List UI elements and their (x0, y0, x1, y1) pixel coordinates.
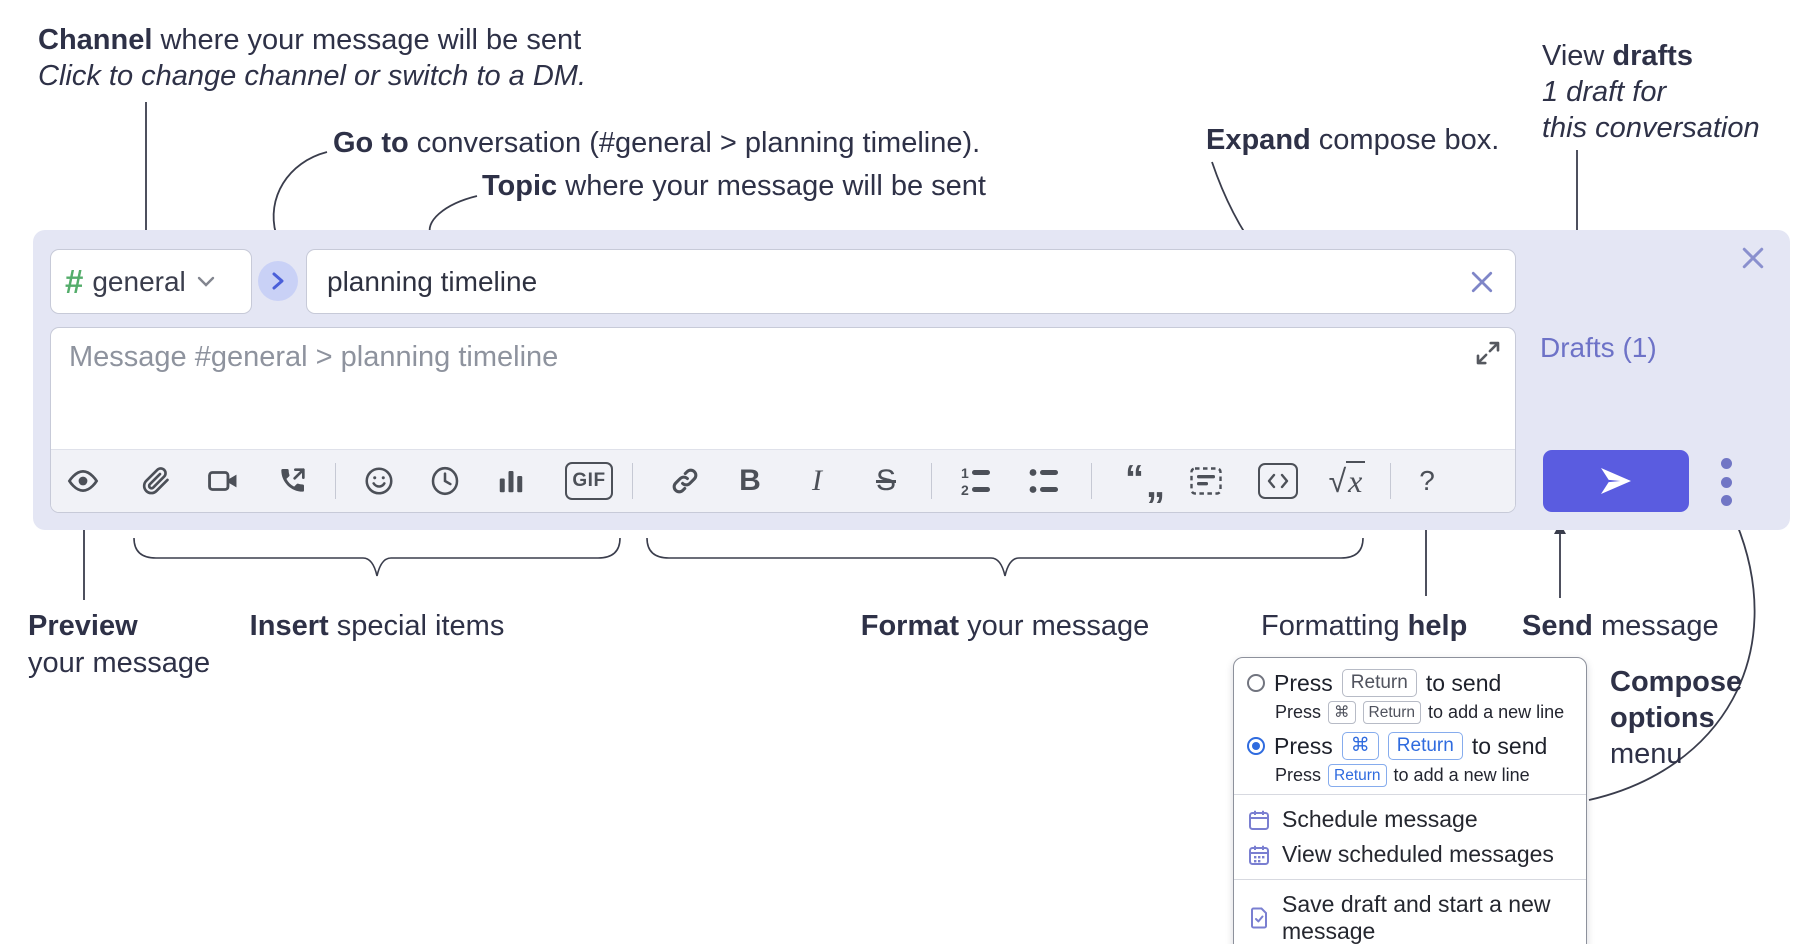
spoiler-icon[interactable] (1189, 464, 1223, 498)
quote-icon[interactable]: “„ (1125, 458, 1165, 506)
calendar-icon (1249, 810, 1269, 830)
message-formatting-help-icon[interactable]: ? (1419, 465, 1435, 496)
channel-selector[interactable]: # general (50, 249, 252, 314)
expand-annotation: Expand compose box. (1206, 124, 1500, 156)
topic-annotation: Topic where your message will be sent (482, 170, 986, 202)
drafts-annotation: View drafts 1 draft for this conversatio… (1542, 40, 1760, 144)
send-icon (1601, 468, 1631, 494)
message-input[interactable]: Message #general > planning timeline (50, 327, 1516, 513)
cmd-enter-sends-subtext: Press Return to add a new line (1275, 764, 1530, 787)
channel-annotation-line2: Click to change channel or switch to a D… (38, 60, 587, 92)
view-scheduled-messages-item[interactable]: View scheduled messages (1247, 837, 1573, 872)
return-key: Return (1341, 669, 1417, 697)
channel-name: general (92, 265, 186, 297)
schedule-message-item[interactable]: Schedule message (1247, 802, 1573, 837)
gif-icon[interactable]: GIF (565, 462, 613, 500)
message-placeholder: Message #general > planning timeline (69, 341, 559, 373)
format-annotation: Format your message (860, 610, 1150, 642)
toolbar-divider (632, 463, 633, 499)
bullet-list-icon[interactable] (1027, 464, 1061, 498)
compose-box: # general planning timeline Message #gen… (33, 230, 1790, 530)
expand-compose-icon[interactable] (1473, 338, 1503, 368)
insert-brace (133, 537, 621, 577)
compose-options-annotation: Compose options menu (1610, 666, 1743, 770)
toolbar-divider (931, 463, 932, 499)
insert-annotation: Insert special items (249, 610, 505, 642)
chevron-right-icon (272, 272, 284, 290)
clear-topic-icon[interactable] (1467, 267, 1497, 297)
cmd-key: ⌘ (1328, 701, 1356, 724)
compose-options-menu: Press Return to send Press ⌘ Return to a… (1233, 657, 1587, 944)
video-call-icon[interactable] (206, 464, 240, 498)
enter-sends-option[interactable]: Press Return to send (1247, 669, 1573, 697)
goto-connector-line (272, 151, 328, 235)
send-annotation: Send message (1522, 610, 1719, 642)
cmd-enter-sends-option[interactable]: Press ⌘ Return to send (1247, 732, 1573, 760)
toolbar-divider (335, 463, 336, 499)
chevron-down-icon (197, 276, 214, 287)
save-draft-item[interactable]: Save draft and start a new message (1247, 887, 1573, 944)
go-to-conversation-button[interactable] (258, 261, 298, 301)
code-icon[interactable] (1258, 463, 1298, 499)
goto-annotation: Go to conversation (#general > planning … (333, 127, 981, 159)
radio-selected-icon[interactable] (1247, 737, 1265, 755)
help-annotation: Formatting help (1261, 610, 1468, 642)
svg-text:1: 1 (961, 465, 969, 481)
italic-icon[interactable]: I (812, 464, 822, 497)
cmd-key: ⌘ (1341, 732, 1379, 760)
hash-icon: # (65, 263, 84, 300)
radio-unselected-icon[interactable] (1247, 674, 1265, 692)
preview-annotation: Preview your message (28, 610, 211, 679)
channel-annotation-bold: Channel (38, 24, 153, 56)
return-key: Return (1328, 764, 1387, 787)
bold-icon[interactable]: B (739, 464, 761, 497)
channel-annotation-rest: where your message will be sent (152, 24, 582, 56)
return-key: Return (1362, 701, 1422, 724)
preview-eye-icon[interactable] (66, 464, 100, 498)
calendar-grid-icon (1249, 845, 1269, 865)
math-icon[interactable]: √x (1325, 461, 1369, 499)
drafts-link[interactable]: Drafts (1) (1540, 332, 1657, 363)
poll-icon[interactable] (494, 464, 528, 498)
close-compose-icon[interactable] (1738, 243, 1768, 273)
strikethrough-icon[interactable]: S (875, 464, 896, 497)
channel-annotation: Channel where your message will be sent … (38, 22, 586, 94)
toolbar-divider (1091, 463, 1092, 499)
toolbar-divider (1390, 463, 1391, 499)
schedule-clock-icon[interactable] (428, 464, 462, 498)
save-draft-icon (1251, 907, 1267, 929)
attach-paperclip-icon[interactable] (139, 464, 173, 498)
return-key: Return (1387, 732, 1463, 760)
svg-text:2: 2 (961, 482, 969, 498)
voice-call-icon[interactable] (275, 464, 309, 498)
emoji-icon[interactable] (362, 464, 396, 498)
enter-sends-subtext: Press ⌘ Return to add a new line (1275, 701, 1565, 724)
format-brace (646, 537, 1364, 577)
menu-divider (1234, 879, 1586, 880)
topic-value: planning timeline (327, 265, 538, 297)
link-icon[interactable] (668, 464, 702, 498)
compose-options-kebab-icon[interactable] (1712, 458, 1740, 506)
topic-input[interactable]: planning timeline (306, 249, 1516, 314)
send-button[interactable] (1543, 450, 1689, 512)
menu-divider (1234, 794, 1586, 795)
